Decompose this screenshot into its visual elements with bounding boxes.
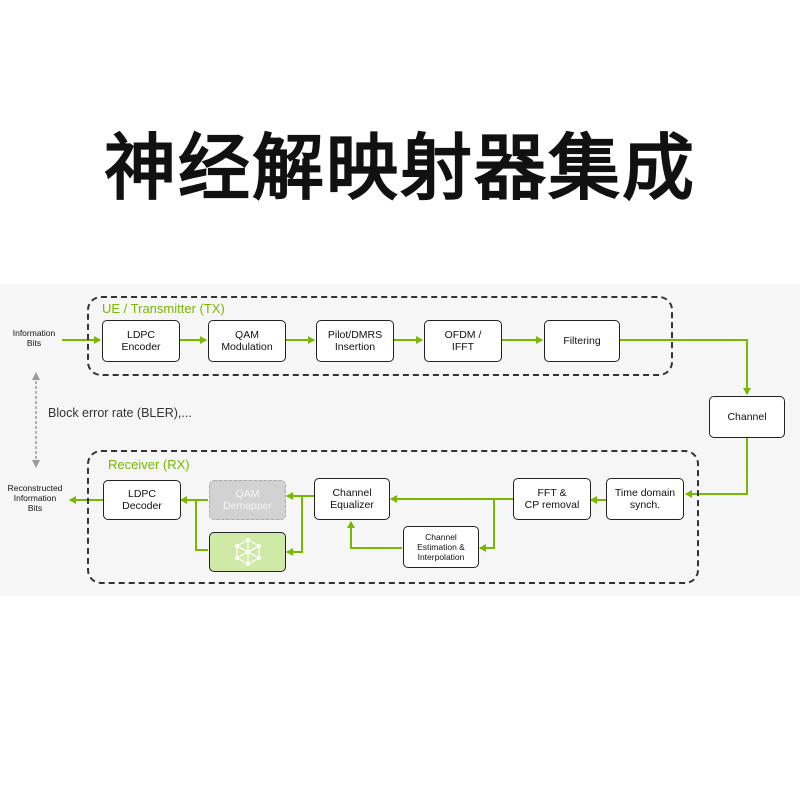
- rx-group: [87, 450, 699, 584]
- reconstructed-bits-label: Reconstructed Information Bits: [7, 483, 63, 513]
- neural-network-icon: [234, 538, 261, 566]
- qam-modulation-block[interactable]: QAM Modulation: [208, 320, 286, 362]
- wire-fft-to-estimation: [479, 499, 495, 552]
- wire-demapper-to-decoder: [195, 499, 208, 551]
- ofdm-ifft-block[interactable]: OFDM / IFFT: [424, 320, 502, 362]
- tx-group: [87, 296, 673, 376]
- channel-estimation-block[interactable]: Channel Estimation & Interpolation: [403, 526, 479, 568]
- filtering-block[interactable]: Filtering: [544, 320, 620, 362]
- ldpc-encoder-block[interactable]: LDPC Encoder: [102, 320, 180, 362]
- connection-wires: [32, 336, 751, 556]
- time-domain-sync-block[interactable]: Time domain synch.: [606, 478, 684, 520]
- wire-equalizer-to-neural: [286, 496, 303, 556]
- rx-group-label: Receiver (RX): [108, 457, 190, 472]
- information-bits-label: Information Bits: [12, 328, 56, 348]
- tx-group-label: UE / Transmitter (TX): [102, 301, 225, 316]
- receiver-pipeline-diagram: UE / Transmitter (TX) Information Bits L…: [0, 284, 800, 596]
- qam-demapper-block[interactable]: QAM Demapper: [209, 480, 286, 520]
- wire-channel-to-sync: [685, 438, 748, 498]
- wire-estimation-to-equalizer: [347, 521, 402, 549]
- ldpc-decoder-block[interactable]: LDPC Decoder: [103, 480, 181, 520]
- fft-cp-removal-block[interactable]: FFT & CP removal: [513, 478, 591, 520]
- neural-demapper-block[interactable]: [209, 532, 286, 572]
- page-title: 神经解映射器集成: [103, 126, 696, 210]
- pilot-dmrs-insertion-block[interactable]: Pilot/DMRS Insertion: [316, 320, 394, 362]
- channel-block[interactable]: Channel: [709, 396, 785, 438]
- wire-filtering-to-channel: [620, 339, 751, 395]
- bler-label: Block error rate (BLER),...: [48, 406, 192, 420]
- channel-equalizer-block[interactable]: Channel Equalizer: [314, 478, 390, 520]
